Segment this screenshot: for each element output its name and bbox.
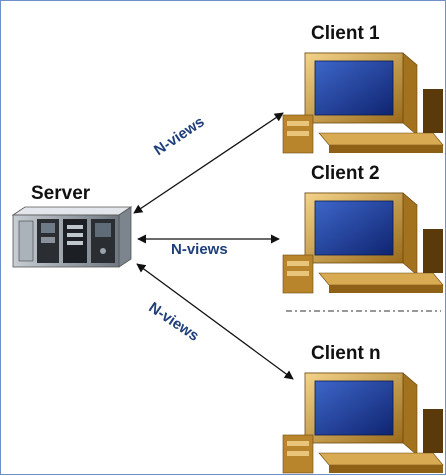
server-icon (11, 206, 133, 268)
client-1-label: Client 1 (311, 23, 380, 44)
server-label: Server (31, 183, 91, 204)
client-2-monitor-icon (282, 192, 444, 294)
client-n-monitor-icon (282, 372, 444, 474)
client-1-monitor-icon (282, 52, 444, 154)
client-n-label: Client n (311, 343, 381, 364)
edge-arrow-client-1 (133, 112, 284, 214)
edge-label-client-2: N-views (171, 241, 228, 258)
edge-arrow-client-n (136, 263, 294, 380)
client-2-label: Client 2 (311, 163, 380, 184)
